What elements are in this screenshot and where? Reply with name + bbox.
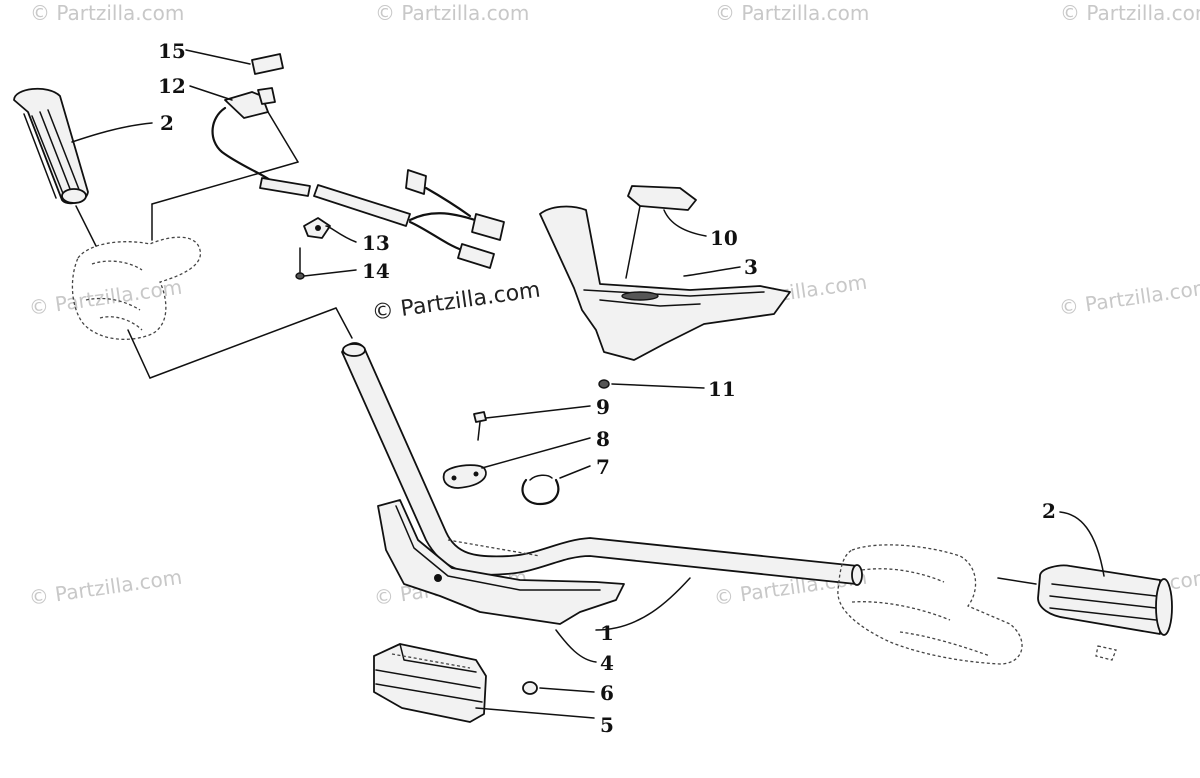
part-2-right-grip — [1037, 564, 1173, 636]
left-control-block — [71, 236, 201, 340]
callout-8: 8 — [596, 427, 610, 451]
watermark: © Partzilla.com — [27, 565, 183, 610]
part-8-clamp-plate — [442, 464, 487, 489]
part-9-bolt — [473, 411, 487, 441]
part-2-left-grip — [13, 87, 89, 205]
part-11-nut — [598, 379, 610, 389]
callout-9: 9 — [596, 395, 610, 419]
callout-1: 1 — [600, 621, 614, 645]
callout-11: 11 — [708, 377, 736, 401]
watermark: © Partzilla.com — [375, 1, 529, 25]
part-14-screw — [295, 247, 305, 280]
part-7-clip-ring — [521, 474, 560, 506]
watermark: © Partzilla.com — [715, 1, 869, 25]
callout-12: 12 — [158, 74, 186, 98]
part-15-plate — [251, 53, 284, 75]
callout-14: 14 — [362, 259, 390, 283]
callout-6: 6 — [600, 681, 614, 705]
callout-3: 3 — [744, 255, 758, 279]
wire-harness — [259, 169, 505, 269]
part-3-pad — [539, 205, 791, 361]
callout-10: 10 — [710, 226, 738, 250]
callout-7: 7 — [596, 455, 610, 479]
callout-2-left: 2 — [160, 111, 174, 135]
callout-4: 4 — [600, 651, 614, 675]
right-control-block — [837, 544, 1117, 665]
watermark: © Partzilla.com — [1060, 1, 1200, 25]
part-6-button — [522, 681, 538, 695]
left-assembly-bracket — [75, 111, 353, 379]
part-12-switch — [211, 87, 276, 182]
callout-2-right: 2 — [1042, 499, 1056, 523]
watermark: © Partzilla.com — [1057, 275, 1200, 320]
watermark-center: © Partzilla.com — [370, 278, 542, 326]
watermark: © Partzilla.com — [30, 1, 184, 25]
leader-lines — [71, 49, 1105, 719]
callout-5: 5 — [600, 713, 614, 737]
callout-15: 15 — [158, 39, 186, 63]
part-4-bracket — [377, 499, 625, 625]
part-5-riser-block — [373, 643, 487, 723]
part-10-pad-cap — [625, 185, 697, 279]
part-13-clip — [303, 217, 331, 239]
callout-13: 13 — [362, 231, 390, 255]
callouts: 15 12 2 13 14 10 3 11 9 8 7 2 1 4 6 5 — [158, 39, 1056, 737]
